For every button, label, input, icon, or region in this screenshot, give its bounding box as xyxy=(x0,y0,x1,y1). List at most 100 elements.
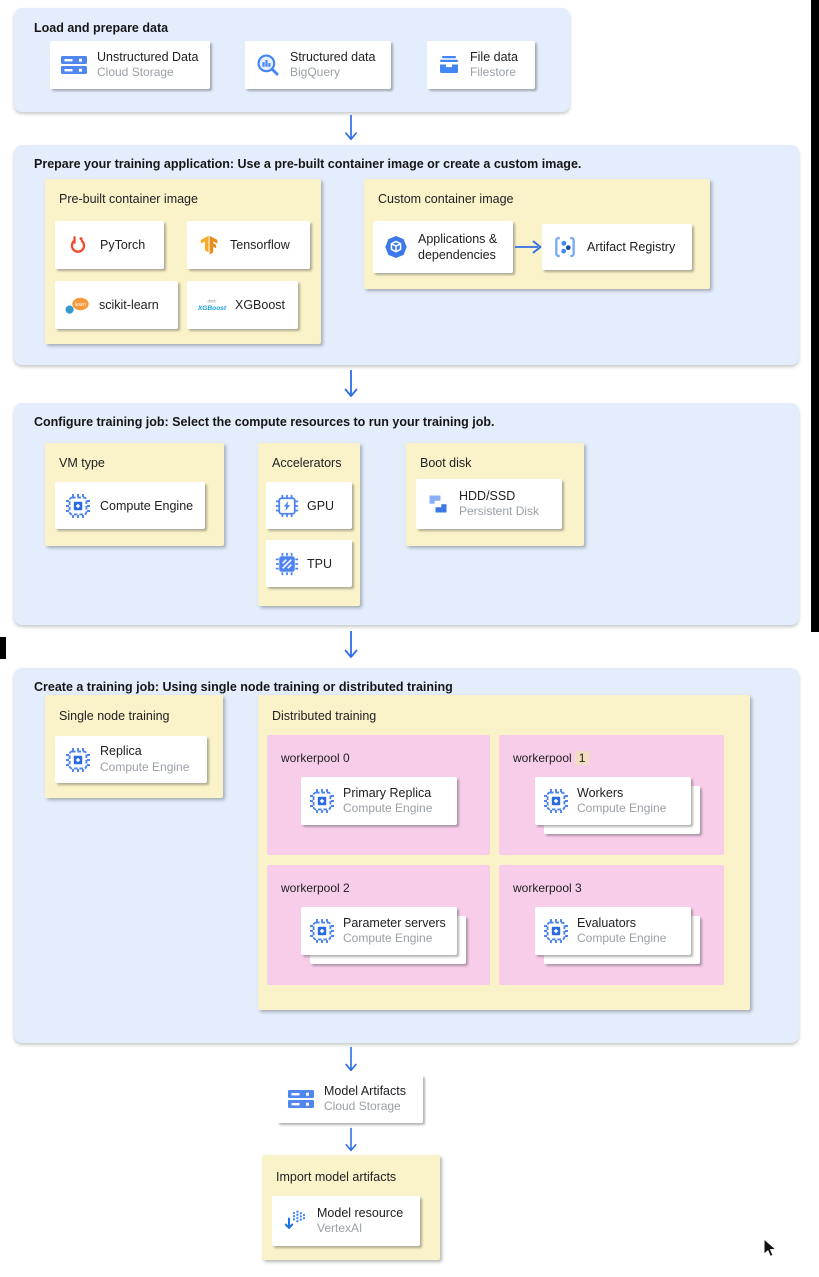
card-parameter-servers: Parameter servers Compute Engine xyxy=(301,907,457,955)
card-workers: Workers Compute Engine xyxy=(535,777,691,825)
card-file-data: File data Filestore xyxy=(427,41,535,89)
card-title: Primary Replica xyxy=(343,785,432,800)
card-xgboost: XGBoost xyxy=(187,281,298,329)
compute-engine-icon xyxy=(543,918,569,944)
card-title: Replica xyxy=(100,744,142,759)
artifact-registry-icon xyxy=(552,234,578,260)
section-title: Create a training job: Using single node… xyxy=(34,680,453,694)
card-replica: Replica Compute Engine xyxy=(55,736,207,783)
cloud-storage-icon xyxy=(287,1088,315,1110)
group-title: VM type xyxy=(59,456,105,470)
card-compute-engine: Compute Engine xyxy=(55,482,205,529)
group-title: Accelerators xyxy=(272,456,342,470)
section-configure-training-job: Configure training job: Select the compu… xyxy=(14,403,799,625)
group-prebuilt-container-image: Pre-built container image PyTorch Tensor… xyxy=(45,179,321,344)
card-title: XGBoost xyxy=(235,298,286,312)
section-title: Prepare your training application: Use a… xyxy=(34,157,582,171)
group-distributed-training: Distributed training workerpool 0 Primar… xyxy=(258,695,750,1010)
card-gpu: GPU xyxy=(266,482,352,529)
flow-arrow-down-icon xyxy=(342,1046,360,1073)
group-title: Boot disk xyxy=(420,456,472,470)
card-subtitle: Filestore xyxy=(470,65,517,80)
cloud-storage-icon xyxy=(60,54,88,76)
card-subtitle: Compute Engine xyxy=(343,801,433,816)
mouse-cursor-icon xyxy=(763,1238,779,1260)
card-subtitle: Compute Engine xyxy=(343,931,433,946)
card-title: Tensorflow xyxy=(230,238,290,252)
group-title: Import model artifacts xyxy=(276,1170,397,1184)
compute-engine-icon xyxy=(309,788,335,814)
card-title: TPU xyxy=(307,556,332,571)
tensorflow-icon xyxy=(197,233,221,257)
compute-engine-icon xyxy=(65,493,91,519)
card-structured-data: Structured data BigQuery xyxy=(245,41,391,89)
compute-engine-icon xyxy=(65,747,91,773)
pool-workerpool-3: workerpool 3 Evaluators Compute Engine xyxy=(499,865,724,985)
vertex-ai-icon xyxy=(282,1208,308,1234)
group-single-node-training: Single node training Replica Compute Eng… xyxy=(45,695,223,798)
card-title: HDD/SSD xyxy=(459,488,516,503)
persistent-disk-icon xyxy=(426,492,450,516)
card-subtitle: Compute Engine xyxy=(577,801,667,816)
group-custom-container-image: Custom container image Applications & de… xyxy=(364,179,710,289)
compute-engine-icon xyxy=(309,918,335,944)
section-title: Load and prepare data xyxy=(34,21,169,35)
card-title: GPU xyxy=(307,498,335,513)
card-title: Model resource xyxy=(317,1205,404,1220)
group-import-model-artifacts: Import model artifacts Model resource Ve… xyxy=(262,1155,440,1260)
group-title: Single node training xyxy=(59,709,170,723)
pytorch-icon xyxy=(65,232,91,258)
card-tpu: TPU xyxy=(266,540,352,587)
card-title: Artifact Registry xyxy=(587,240,676,254)
section-create-training-job: Create a training job: Using single node… xyxy=(14,668,799,1043)
card-title: scikit-learn xyxy=(99,298,159,312)
gpu-icon xyxy=(275,494,299,518)
tpu-icon xyxy=(275,552,299,576)
card-evaluators: Evaluators Compute Engine xyxy=(535,907,691,955)
group-title: Distributed training xyxy=(272,709,377,723)
card-model-resource: Model resource VertexAI xyxy=(272,1196,420,1246)
card-primary-replica: Primary Replica Compute Engine xyxy=(301,777,457,825)
card-scikit-learn: scikit-learn xyxy=(55,281,178,329)
card-title: Structured data xyxy=(290,49,376,64)
group-title: Pre-built container image xyxy=(59,192,198,206)
card-tensorflow: Tensorflow xyxy=(187,221,310,269)
pool-label-number-highlight: 1 xyxy=(574,751,590,765)
section-load-and-prepare-data: Load and prepare data Unstructured Data … xyxy=(14,8,570,112)
card-title: Compute Engine xyxy=(100,498,194,513)
group-accelerators: Accelerators GPU TPU xyxy=(258,443,360,606)
section-title: Configure training job: Select the compu… xyxy=(34,415,495,429)
section-prepare-training-application: Prepare your training application: Use a… xyxy=(14,145,799,365)
pool-workerpool-0: workerpool 0 Primary Replica Compute Eng… xyxy=(267,735,490,855)
flow-arrow-right-icon xyxy=(514,238,544,256)
card-unstructured-data: Unstructured Data Cloud Storage xyxy=(50,41,210,89)
bigquery-icon xyxy=(255,52,281,78)
card-subtitle: VertexAI xyxy=(317,1221,363,1236)
flow-arrow-down-icon xyxy=(342,114,360,142)
card-title: Applications & dependencies xyxy=(418,231,498,262)
card-applications-dependencies: Applications & dependencies xyxy=(373,221,513,273)
card-subtitle: BigQuery xyxy=(290,65,341,80)
card-title: PyTorch xyxy=(100,238,146,252)
xgboost-icon xyxy=(195,293,229,317)
compute-engine-icon xyxy=(543,788,569,814)
scikit-learn-icon xyxy=(63,293,93,317)
card-subtitle: Compute Engine xyxy=(100,759,190,774)
card-subtitle: Cloud Storage xyxy=(97,65,174,80)
pool-label: workerpool 3 xyxy=(513,881,582,895)
card-title: Workers xyxy=(577,785,624,800)
card-model-artifacts: Model Artifacts Cloud Storage xyxy=(277,1075,423,1123)
card-subtitle: Persistent Disk xyxy=(459,504,540,519)
card-title: Evaluators xyxy=(577,915,637,930)
card-artifact-registry: Artifact Registry xyxy=(542,224,692,270)
card-title: Model Artifacts xyxy=(324,1083,406,1098)
card-title: Unstructured Data xyxy=(97,49,199,64)
filestore-icon xyxy=(437,53,461,77)
card-persistent-disk: HDD/SSD Persistent Disk xyxy=(416,479,562,529)
group-title: Custom container image xyxy=(378,192,514,206)
flow-arrow-down-icon xyxy=(342,1127,360,1153)
screenshot-border-artifact-left xyxy=(0,637,6,659)
